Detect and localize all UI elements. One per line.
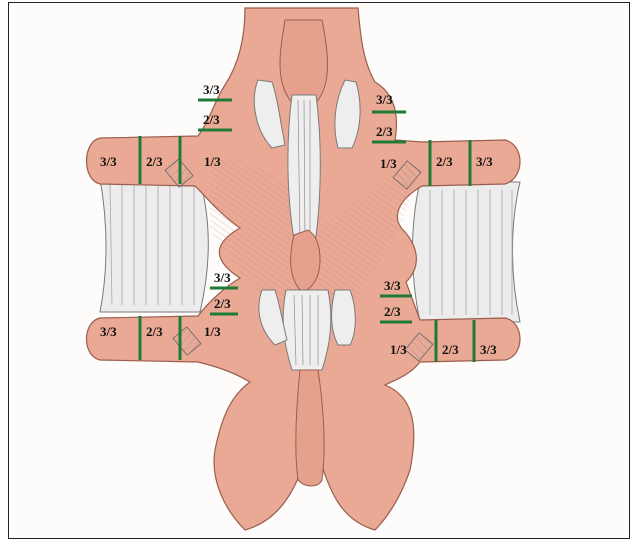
label-lower-left-articular-middle: 2/3 [214, 296, 231, 311]
label-lower-right-transverse-middle: 2/3 [442, 342, 459, 357]
label-upper-left-articular-middle: 2/3 [203, 112, 220, 127]
spinous-process-lower [296, 370, 324, 486]
label-upper-left-transverse-middle: 2/3 [146, 154, 163, 169]
label-upper-left-articular-top: 3/3 [203, 82, 220, 97]
label-upper-right-transverse-middle: 2/3 [436, 154, 453, 169]
label-upper-right-transverse-outer: 3/3 [476, 154, 493, 169]
label-upper-left-transverse-inner: 1/3 [204, 154, 221, 169]
label-lower-right-transverse-outer: 3/3 [480, 342, 497, 357]
label-upper-right-articular-middle: 2/3 [376, 124, 393, 139]
label-lower-left-transverse-middle: 2/3 [146, 324, 163, 339]
label-lower-right-transverse-inner: 1/3 [390, 342, 407, 357]
capsule-lower-right [332, 290, 356, 345]
label-upper-right-articular-top: 3/3 [376, 92, 393, 107]
ligament-left [100, 178, 208, 312]
spinous-process-upper [280, 20, 328, 106]
interspinous-ligament [283, 290, 331, 370]
label-upper-right-transverse-inner: 1/3 [380, 156, 397, 171]
label-lower-right-articular-middle: 2/3 [384, 304, 401, 319]
label-lower-left-articular-top: 3/3 [214, 270, 231, 285]
label-lower-left-transverse-outer: 3/3 [100, 324, 117, 339]
label-lower-left-transverse-inner: 1/3 [204, 324, 221, 339]
label-lower-right-articular-top: 3/3 [384, 278, 401, 293]
label-upper-left-transverse-outer: 3/3 [100, 154, 117, 169]
